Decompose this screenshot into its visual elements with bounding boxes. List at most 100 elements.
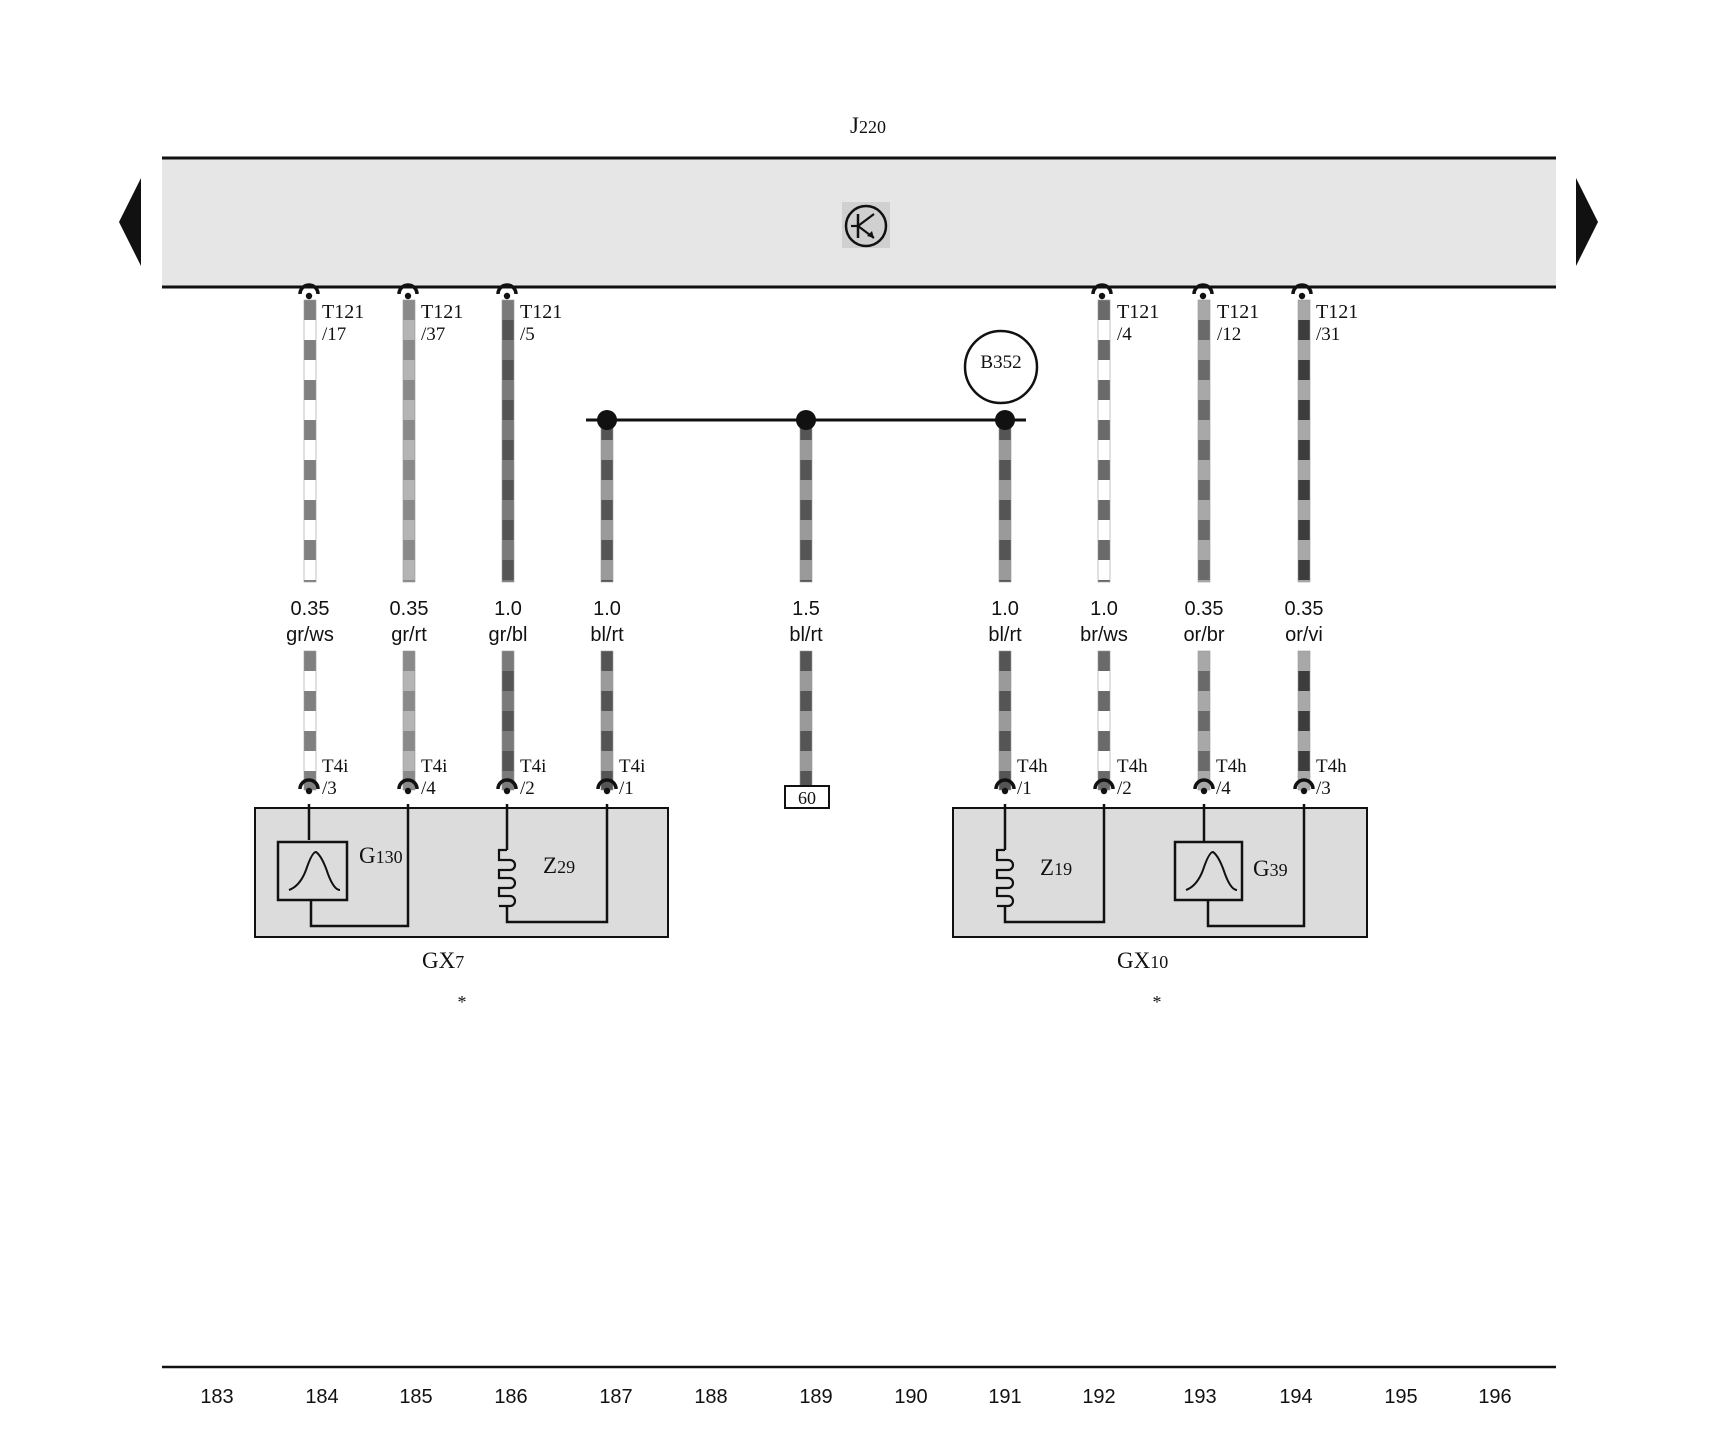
wire-stripe [1298,671,1310,691]
wire-outline [1197,299,1211,583]
wire-stripe [1298,300,1310,320]
wire-stripe [502,540,514,560]
module-gx7-id: GX [422,948,456,973]
wire-stripe [1298,691,1310,711]
ruler-number: 196 [1478,1386,1511,1408]
wire-stripe [403,380,415,400]
wire-stripe [800,480,812,500]
wire-stripe [1298,460,1310,480]
wire-size: 0.35 [1285,598,1324,620]
top-pin-number: /17 [322,324,346,345]
wire-stripe [304,691,316,711]
wire-stripe [999,540,1011,560]
top-pin-number: /31 [1316,324,1340,345]
wire-stripe [999,731,1011,751]
wire-stripe [403,751,415,771]
module-gx10-label: GX10 [1117,948,1168,973]
wire-stripe [304,731,316,751]
wire-stripe [1298,520,1310,540]
module-gx7: G130 Z29 GX7 * [254,804,669,1012]
ruler-number: 190 [894,1386,927,1408]
wire-stripe [403,460,415,480]
top-pin-code: T121 [1217,301,1259,323]
gx7-internal-wire [505,804,609,924]
module-gx10-body [952,807,1368,938]
top-pin-code: T121 [520,301,562,323]
wire-stripe [1198,500,1210,520]
bottom-pin-number: /2 [1117,778,1132,799]
wire-stripe [1098,580,1110,582]
wire-color-code: gr/ws [286,624,334,646]
wire-stripe [1298,340,1310,360]
wire-stripe [1198,440,1210,460]
splice-node [597,410,617,430]
wire-stripe [1198,360,1210,380]
wire-stripe [502,731,514,751]
wire-size: 1.0 [593,598,621,620]
transistor-symbol-icon [842,202,890,248]
wire-stripe [999,580,1011,582]
arrow-left-icon [119,178,141,266]
splice-marker [963,329,1039,405]
wire-size: 0.35 [291,598,330,620]
wire-stripe [1298,651,1310,671]
wire-stripe [1098,651,1110,671]
wire-stripe [403,400,415,420]
bottom-pin-number: /1 [1017,778,1032,799]
wire-stripe [403,500,415,520]
wire-187 [600,419,614,791]
wire-stripe [304,540,316,560]
heater-z19-id: Z [1040,855,1054,880]
module-gx10-id: GX [1117,948,1151,973]
wire-stripe [502,460,514,480]
sensor-g39-label: G39 [1253,856,1288,881]
heater-z19-label: Z19 [1040,855,1072,880]
wire-stripe [999,560,1011,580]
wire-color-code: or/vi [1285,624,1323,646]
wire-stripe [1298,480,1310,500]
wire-stripe [1198,340,1210,360]
wire-outline [501,299,515,583]
wire-stripe [1098,440,1110,460]
top-pin-code: T121 [322,301,364,323]
wire-stripe [1098,500,1110,520]
wire-labels: 0.35 gr/ws 0.35 gr/rt 1.0 gr/bl 1.0 bl/r… [286,598,1323,646]
wire-size: 0.35 [1185,598,1224,620]
wire-stripe [1298,500,1310,520]
control-unit-id: J [850,113,859,138]
ground-point-label: 60 [798,788,816,808]
wire-stripe [304,480,316,500]
wire-stripe [1198,460,1210,480]
wire-stripe [1198,671,1210,691]
wire-stripe [1098,480,1110,500]
module-gx10: Z19 G39 GX10 * [952,804,1368,1012]
wire-size: 0.35 [390,598,429,620]
wire-color-code: bl/rt [789,624,823,646]
wire-stripe [999,751,1011,771]
wire-size: 1.0 [991,598,1019,620]
wires-layer [303,299,1311,791]
ruler-number: 185 [399,1386,432,1408]
wire-stripe [403,300,415,320]
ruler-number: 191 [988,1386,1021,1408]
wire-stripe [999,691,1011,711]
wire-stripe [502,520,514,540]
wire-stripe [1298,711,1310,731]
wire-stripe [1198,651,1210,671]
wire-stripe [304,560,316,580]
wire-stripe [1098,711,1110,731]
wire-stripe [403,420,415,440]
wire-stripe [1198,560,1210,580]
wire-stripe [999,711,1011,731]
wire-stripe [800,460,812,480]
bottom-pin-code: T4i [322,756,348,777]
top-pin-code: T121 [1117,301,1159,323]
wire-stripe [1098,731,1110,751]
wire-stripe [1098,520,1110,540]
wire-stripe [1198,731,1210,751]
wire-stripe [1298,540,1310,560]
wire-stripe [304,751,316,771]
top-pin-number: /4 [1117,324,1132,345]
wire-stripe [601,500,613,520]
